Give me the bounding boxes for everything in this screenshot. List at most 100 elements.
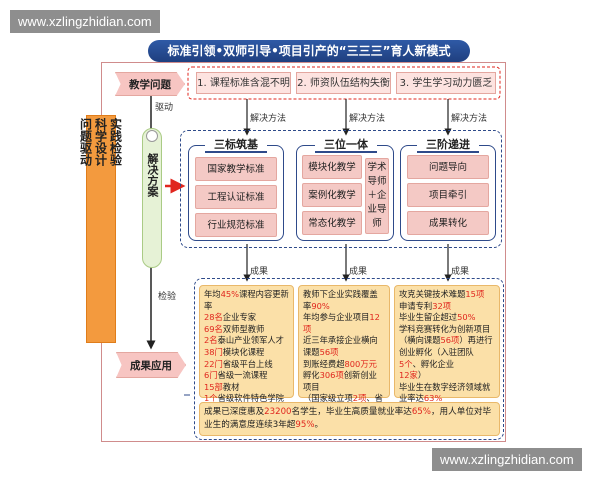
result-text: 双师型教师 <box>222 323 265 334</box>
result-figure: 2名 <box>204 335 218 346</box>
result-text: 课程内容更新率 <box>204 289 289 311</box>
result-text: 孵化 <box>303 370 320 381</box>
result-figure: 45% <box>220 289 240 299</box>
column-progressive-header: 三阶递进 <box>417 137 479 153</box>
result-figure: 306项 <box>319 370 344 381</box>
result-text: 毕业生在数字经济领域就业率达 <box>399 381 491 404</box>
left-panel-text: 问题驱动 科学设计 实践检验 <box>78 118 123 340</box>
result-figure: 6门 <box>204 370 218 381</box>
result-text: 、孵化企业 <box>412 358 455 369</box>
result-figure: 28名 <box>204 312 223 323</box>
results-col-2: 教师下企业实践覆盖率90%年均参与企业项目12项近三年承接企业横向课题56项到账… <box>298 285 390 427</box>
result-application-label: 成果应用 <box>116 352 186 378</box>
result-figure: 38门 <box>204 346 223 357</box>
result-line: 毕业生在数字经济领域就业率达63% <box>399 382 495 405</box>
drive-label: 驱动 <box>155 103 174 113</box>
teaching-item-3: 常态化教学 <box>302 211 362 235</box>
watermark-bottom: www.xzlingzhidian.com <box>432 448 582 471</box>
result-line: 1个省级软件特色学院 <box>204 393 289 405</box>
result-figure: 22门 <box>204 358 223 369</box>
solve-label-3: 解决方法 <box>451 114 488 124</box>
result-text: 创新创业项目 <box>303 370 377 392</box>
result-line: 12家） <box>399 370 495 382</box>
result-figure: 15部 <box>204 381 223 392</box>
result-text: （国家级立项 <box>303 393 353 404</box>
watermark-top: www.xzlingzhidian.com <box>10 10 160 33</box>
result-text: 企业专家 <box>222 312 257 323</box>
pill-dot <box>146 130 158 142</box>
result-text: ）再进行创业孵化（入驻团队 <box>399 335 493 357</box>
standard-item-2: 工程认证标准 <box>195 185 277 209</box>
problem-3: 3. 学生学习动力匮乏 <box>396 72 496 94</box>
stage-item-3: 成果转化 <box>407 211 489 235</box>
left-panel <box>86 115 116 343</box>
result-text: 省级平台上线 <box>222 358 273 369</box>
column-trinity-header: 三位一体 <box>315 137 377 153</box>
result-text: 教师下企业实践覆盖率 <box>303 289 378 311</box>
result-text: 省级软件特色学院 <box>217 393 284 404</box>
result-line: 年均参与企业项目12项 <box>303 312 385 335</box>
result-text: 名学生，毕业生高质量就业率达 <box>291 407 412 417</box>
result-line: 6门省级一流课程 <box>204 370 289 382</box>
result-figure: 2项 <box>352 393 367 404</box>
solution-area <box>180 130 502 248</box>
result-line: 69名双师型教师 <box>204 324 289 336</box>
check-label: 检验 <box>158 292 177 302</box>
result-line: 毕业生留企超过50% <box>399 312 495 324</box>
result-figure: 95% <box>295 420 315 430</box>
result-text: 申请专利 <box>399 300 433 311</box>
column-standards-header: 三标筑基 <box>205 137 267 153</box>
result-line: 38门模块化课程 <box>204 347 289 359</box>
result-line: 5个、孵化企业 <box>399 359 495 371</box>
result-line: 申请专利32项 <box>399 301 495 313</box>
solve-label-2: 解决方法 <box>349 114 386 124</box>
solve-label-1: 解决方法 <box>250 114 287 124</box>
result-line: 孵化306项创新创业项目 <box>303 370 385 393</box>
teaching-problem-label: 教学问题 <box>115 72 185 96</box>
standard-item-1: 国家教学标准 <box>195 157 277 181</box>
result-text: ，用人单位对毕业生的满意度连续3年超 <box>204 407 492 430</box>
left-line-1: 问题驱动 <box>78 118 93 166</box>
result-line: 学科竞赛转化为创新项目（横向课题56项）再进行创业孵化（入驻团队 <box>399 324 495 359</box>
result-label-3: 成果 <box>451 267 470 277</box>
result-line: 年均45%课程内容更新率 <box>204 289 289 312</box>
result-figure: 800万元 <box>344 358 377 369</box>
results-col-3: 攻克关键技术难题15项申请专利32项毕业生留企超过50%学科竞赛转化为创新项目（… <box>394 285 500 403</box>
result-figure: 12项 <box>303 312 380 334</box>
result-figure: 65% <box>411 407 431 417</box>
result-text: 近三年承接企业横向课题 <box>303 335 378 357</box>
solution-label: 解决方案 <box>146 153 159 197</box>
results-bottom: 成果已深度惠及23200名学生，毕业生高质量就业率达65%，用人单位对毕业生的满… <box>199 402 500 436</box>
standard-item-3: 行业规范标准 <box>195 213 277 237</box>
result-figure: 32项 <box>432 300 452 311</box>
result-line: 到账经费超800万元 <box>303 359 385 371</box>
result-text: 毕业生留企超过 <box>399 312 458 323</box>
teaching-item-1: 模块化教学 <box>302 155 362 179</box>
stage-item-1: 问题导向 <box>407 155 489 179</box>
solution-pill <box>142 128 162 268</box>
results-area <box>194 278 504 440</box>
result-text: 泰山产业领军人才 <box>217 335 284 346</box>
result-line: 教师下企业实践覆盖率90% <box>303 289 385 312</box>
stage-item-2: 项目牵引 <box>407 183 489 207</box>
result-figure: 63% <box>423 393 443 404</box>
problem-2: 2. 师资队伍结构失衡 <box>296 72 391 94</box>
result-text: 学科竞赛转化为创新项目（横向课题 <box>399 323 491 346</box>
result-figure: 90% <box>311 300 330 311</box>
left-line-2: 科学设计 <box>93 118 108 166</box>
result-text: 成果已深度惠及 <box>204 407 265 417</box>
result-text: 模块化课程 <box>222 346 265 357</box>
result-text: 年均参与企业项目 <box>303 312 370 323</box>
result-text: 年均 <box>204 289 221 299</box>
diagram-title: 标准引领•双师引导•项目引产的“三三三”育人新模式 <box>148 40 470 62</box>
result-text: 攻克关键技术难题 <box>399 289 466 299</box>
problem-1: 1. 课程标准含混不明 <box>196 72 291 94</box>
result-text: 。 <box>314 420 324 430</box>
result-label-1: 成果 <box>250 267 269 277</box>
result-figure: 56项 <box>319 346 339 357</box>
result-figure: 1个 <box>204 393 218 404</box>
result-line: 15部教材 <box>204 382 289 394</box>
result-line: 28名企业专家 <box>204 312 289 324</box>
result-line: 攻克关键技术难题15项 <box>399 289 495 301</box>
